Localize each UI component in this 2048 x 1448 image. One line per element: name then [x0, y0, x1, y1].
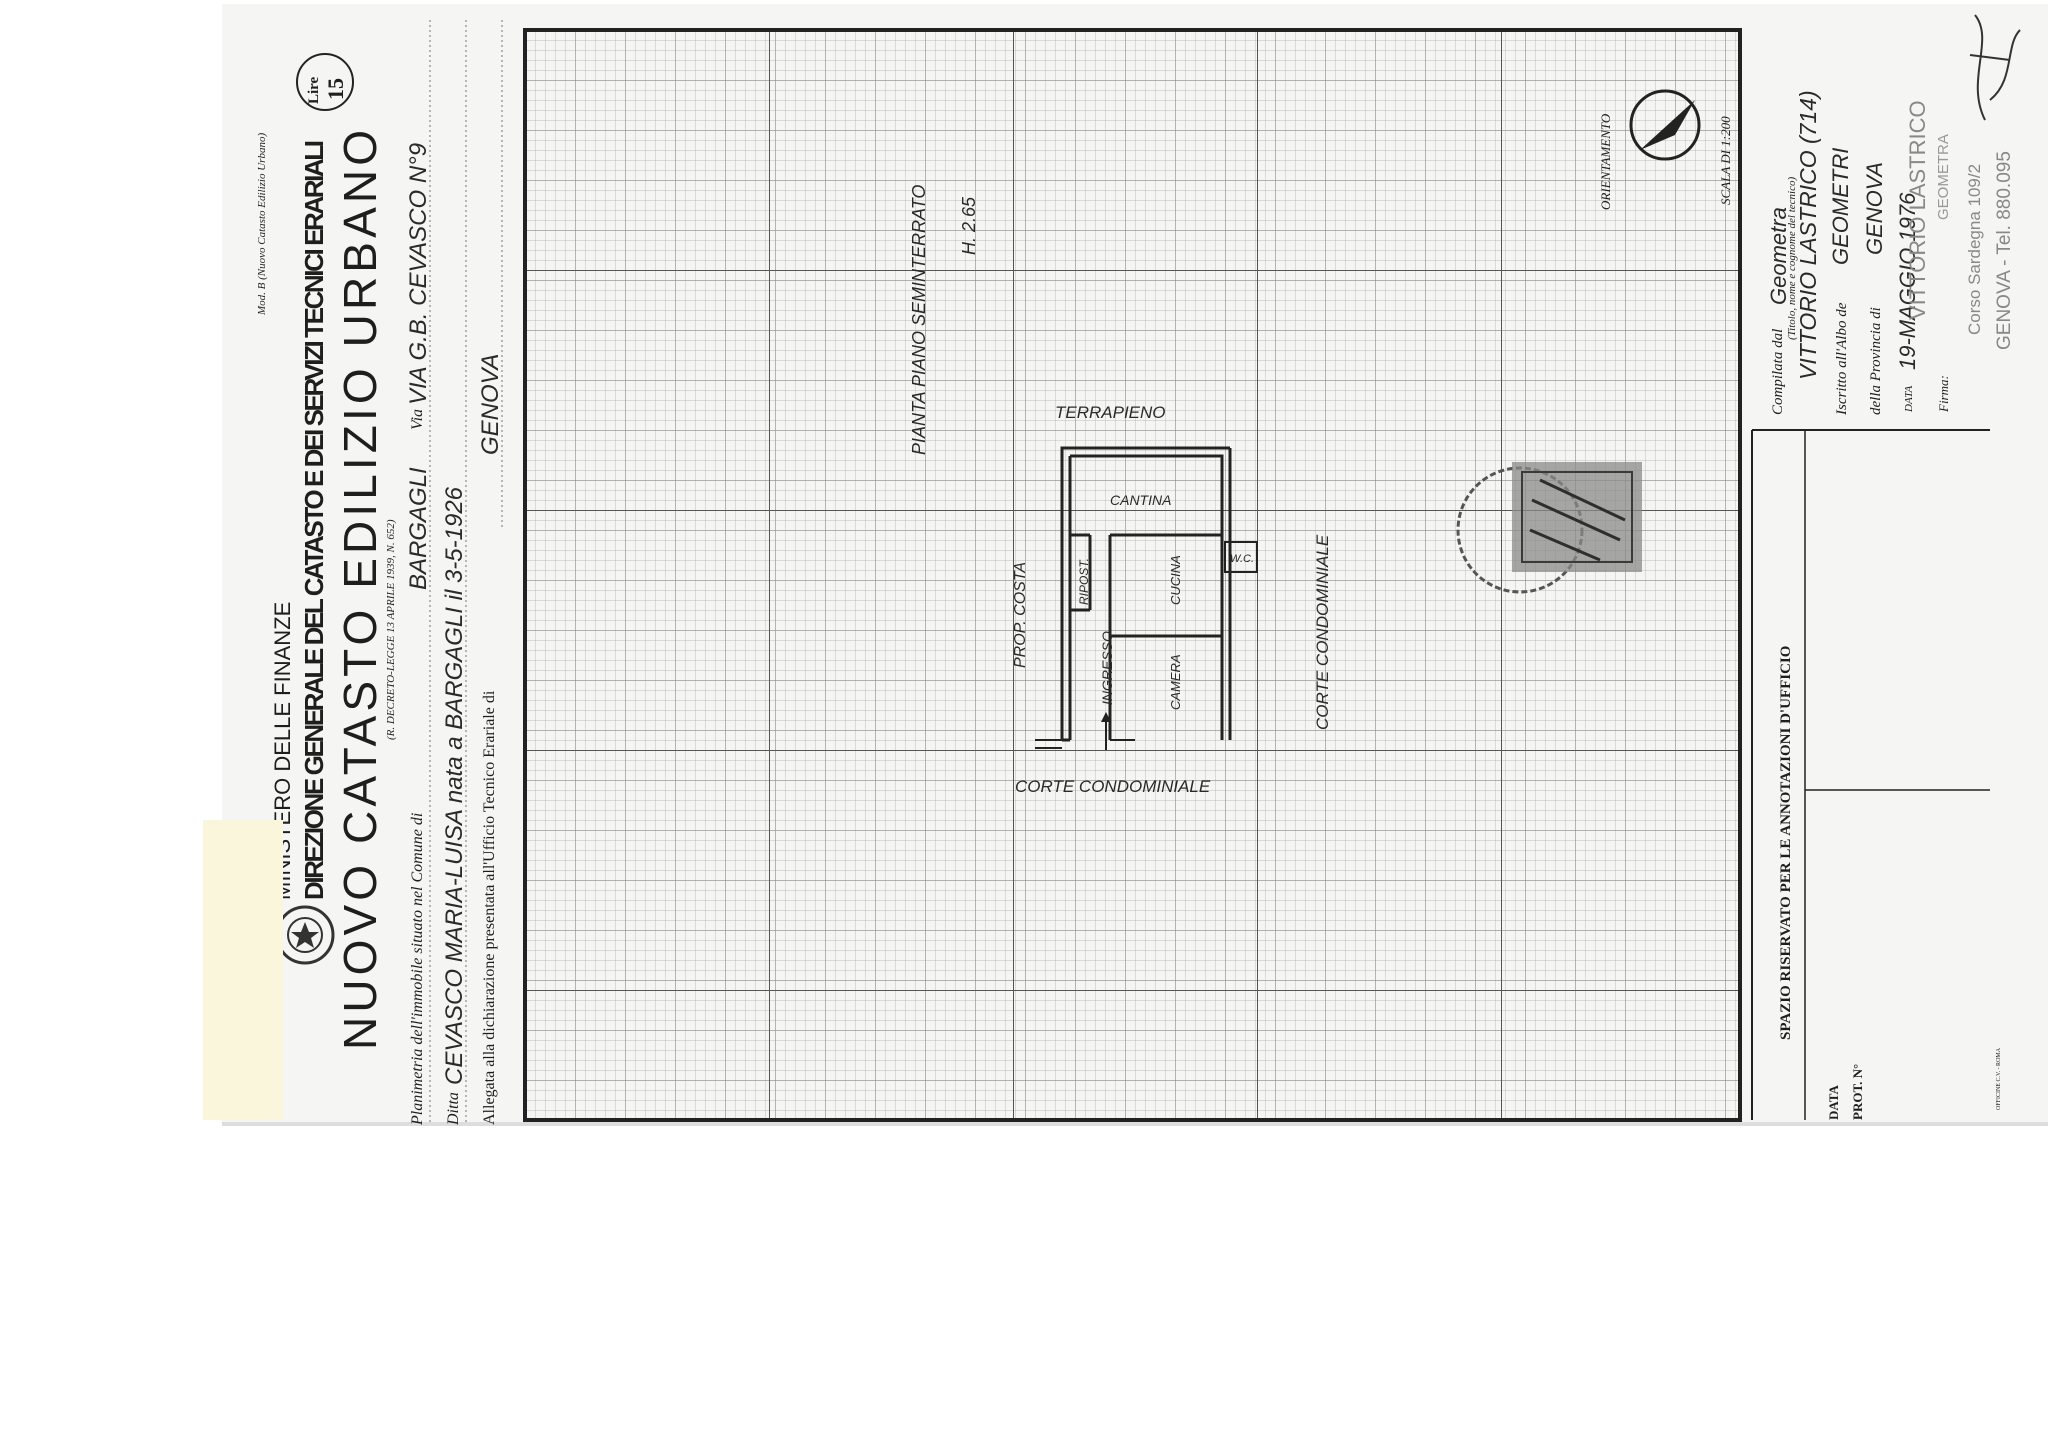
- titolo-note: (Titolo, nome e cognome del tecnico): [1786, 177, 1798, 340]
- decree-line: (R. DECRETO-LEGGE 13 APRILE 1939, N. 652…: [385, 519, 397, 740]
- price-value: 15: [323, 78, 348, 100]
- compass-needle-icon: [1640, 100, 1695, 150]
- stamp-name: VITTORIO LASTRICO: [1905, 100, 1930, 320]
- via-label: Via: [409, 409, 426, 430]
- orientamento-label: ORIENTAMENTO: [1598, 113, 1613, 210]
- scale-label: SCALA DI 1:200: [1718, 116, 1733, 205]
- firma-label: Firma:: [1936, 375, 1951, 413]
- provincia-label: della Provincia di: [1868, 307, 1884, 415]
- mod-label: Mod. B (Nuovo Catasto Edilizio Urbano): [256, 133, 268, 316]
- graph-paper: [523, 28, 1742, 1122]
- via-value: VIA G.B. CEVASCO N°9: [405, 143, 432, 405]
- orientation-block: ORIENTAMENTO SCALA DI 1:200: [1598, 89, 1733, 210]
- compilata-label: Compilata dal: [1770, 329, 1786, 415]
- printer-label: OFFICINE C.V. - ROMA: [1996, 1047, 2002, 1110]
- tecnico-name: VITTORIO LASTRICO (714): [1795, 90, 1821, 380]
- stamp-address: Corso Sardegna 109/2: [1965, 164, 1984, 335]
- corte-bottom-label: CORTE CONDOMINIALE: [1015, 777, 1211, 796]
- wc-label: W.C.: [1230, 553, 1254, 565]
- provincia-value: GENOVA: [1862, 162, 1887, 255]
- ingresso-label: INGRESSO: [1099, 631, 1115, 705]
- compass-icon: [1629, 89, 1701, 161]
- compilata-value: Geometra: [1766, 207, 1791, 305]
- plan-title: PIANTA PIANO SEMINTERRATO: [909, 185, 929, 455]
- data-label: DATA: [1903, 385, 1915, 413]
- office-space-label: SPAZIO RISERVATO PER LE ANNOTAZIONI D'UF…: [1778, 646, 1794, 1040]
- office-data-label: DATA: [1826, 1084, 1841, 1120]
- compiler-block: Compilata dal Geometra (Titolo, nome e c…: [1751, 14, 2021, 1120]
- corte-right-label: CORTE CONDOMINIALE: [1313, 534, 1332, 730]
- office-prot-label: PROT. N°: [1850, 1064, 1865, 1120]
- cucina-label: CUCINA: [1168, 555, 1183, 605]
- property-info: Planimetria dell'immobile situato nel Co…: [405, 20, 504, 1126]
- comune-value: BARGAGLI: [405, 467, 432, 590]
- plan-height: H. 2.65: [959, 196, 979, 255]
- ufficio-value: GENOVA: [477, 354, 504, 455]
- riposto-label: RIPOST.: [1077, 558, 1091, 605]
- stamp-city: GENOVA - Tel. 880.095: [1994, 151, 2015, 350]
- price-lire: Lire: [306, 76, 322, 104]
- allegata-label: Allegata alla dichiarazione presentata a…: [481, 690, 498, 1125]
- revenue-stamp: [1456, 462, 1642, 594]
- location-label: Planimetria dell'immobile situato nel Co…: [409, 813, 426, 1126]
- camera-label: CAMERA: [1168, 654, 1183, 710]
- ditta-value: CEVASCO MARIA-LUISA nata a BARGAGLI il 3…: [441, 486, 468, 1085]
- albo-value: GEOMETRI: [1828, 148, 1853, 265]
- signature: [1969, 14, 2021, 121]
- wc-room: [1224, 541, 1258, 573]
- scan-shadow: [222, 1122, 2048, 1126]
- albo-label: Iscritto all'Albo de: [1834, 302, 1850, 416]
- cantina-label: CANTINA: [1110, 492, 1171, 508]
- stamp-role: GEOMETRA: [1935, 134, 1952, 220]
- terrapieno-label: TERRAPIENO: [1055, 403, 1166, 422]
- entry-arrowhead: [1101, 712, 1111, 722]
- sticky-note: [203, 820, 283, 1120]
- direction-line: DIREZIONE GENERALE DEL CATASTO E DEI SER…: [299, 140, 329, 900]
- data-value: 19-MAGGIO 1976: [1895, 192, 1920, 370]
- price-circle: [296, 53, 354, 111]
- floor-plan: PIANTA PIANO SEMINTERRATO H. 2.65 TERRAP…: [909, 185, 1332, 796]
- plan-entry-walls: [1035, 739, 1135, 749]
- republic-emblem-icon: [275, 905, 335, 965]
- prop-costa-label: PROP. COSTA: [1012, 562, 1029, 668]
- ditta-label: Ditta: [445, 1092, 462, 1126]
